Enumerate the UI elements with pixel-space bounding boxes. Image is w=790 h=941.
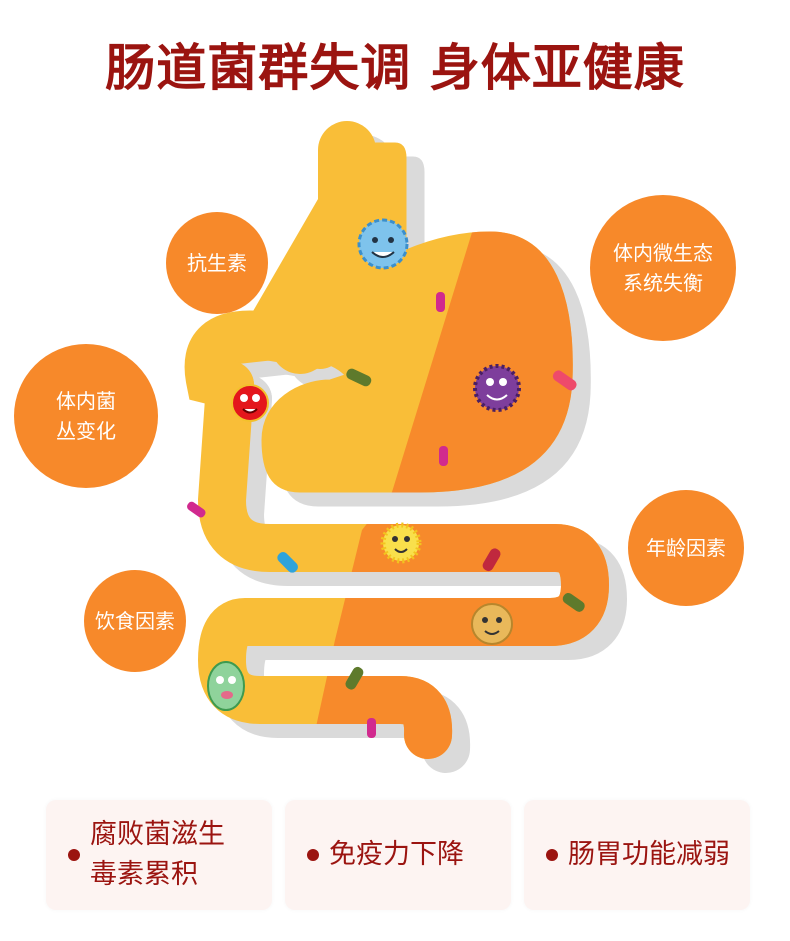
cause-label: 年龄因素	[646, 536, 726, 560]
pill	[562, 592, 585, 612]
effect-text: 肠胃功能减弱	[568, 839, 730, 870]
cause-label: 饮食因素	[95, 609, 175, 633]
green-microbe-icon	[207, 661, 245, 711]
effect-card-putrefactive-bacteria: 腐败菌滋生毒素累积	[46, 800, 272, 910]
bullet-icon	[68, 849, 80, 861]
pill	[436, 292, 445, 312]
cause-label: 体内菌	[56, 389, 116, 413]
purple-microbe-icon	[473, 364, 521, 412]
cause-label: 抗生素	[187, 251, 247, 275]
pill	[346, 368, 372, 387]
pill	[277, 552, 298, 573]
pill	[552, 370, 577, 391]
cause-bubble-diet: 饮食因素	[84, 570, 186, 672]
cause-label: 系统失衡	[623, 271, 703, 295]
pill	[439, 446, 448, 466]
pills	[187, 292, 585, 738]
pill	[345, 666, 364, 690]
microbes	[207, 218, 521, 711]
bullet-icon	[307, 849, 319, 861]
effect-card-immunity: 免疫力下降	[285, 800, 511, 910]
red-microbe-icon	[231, 384, 269, 422]
pill	[187, 501, 206, 518]
cause-bubble-age: 年龄因素	[628, 490, 744, 606]
cause-label: 体内微生态	[613, 241, 713, 265]
cause-label: 丛变化	[56, 419, 116, 443]
pill	[367, 718, 376, 738]
tan-microbe-icon	[471, 603, 513, 645]
cause-bubble-flora-change: 体内菌丛变化	[14, 344, 158, 488]
pill	[482, 548, 501, 572]
yellow-microbe-icon	[380, 522, 422, 564]
page-title: 肠道菌群失调 身体亚健康	[105, 39, 685, 97]
effect-text: 毒素累积	[90, 859, 198, 890]
blue-microbe-icon	[357, 218, 409, 270]
effect-text: 免疫力下降	[329, 839, 464, 870]
cause-bubble-antibiotics: 抗生素	[166, 212, 268, 314]
cause-bubble-microecology-imbalance: 体内微生态系统失衡	[590, 195, 736, 341]
effect-card-gastro-function: 肠胃功能减弱	[524, 800, 750, 910]
bullet-icon	[546, 849, 558, 861]
effect-text: 腐败菌滋生	[90, 819, 225, 850]
